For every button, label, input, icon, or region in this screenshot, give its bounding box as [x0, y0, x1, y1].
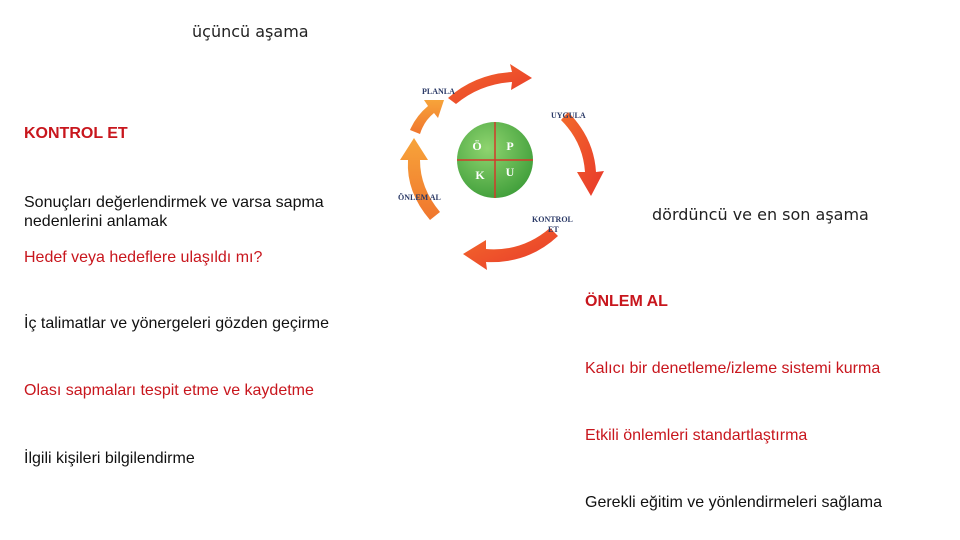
- kontrol-et-heading: KONTROL ET: [24, 125, 128, 142]
- right-stage-title: dördüncü ve en son aşama: [652, 205, 869, 224]
- right-item-3: Gerekli eğitim ve yönlendirmeleri sağlam…: [585, 494, 883, 511]
- center-letter-u: U: [506, 165, 515, 179]
- arrow-right: [561, 112, 604, 196]
- arrow-top: [448, 64, 532, 104]
- center-letter-k: K: [475, 168, 485, 182]
- arrow-left: [400, 138, 440, 220]
- label-onlem-al: ÖNLEM AL: [398, 193, 441, 202]
- label-kontrol: KONTROL: [532, 215, 573, 224]
- left-stage-title: üçüncü aşama: [192, 22, 309, 41]
- label-et: ET: [548, 225, 559, 234]
- right-item-2: Etkili önlemleri standartlaştırma: [585, 427, 808, 444]
- left-item-3: İç talimatlar ve yönergeleri gözden geçi…: [24, 315, 330, 332]
- arrow-bottom: [463, 228, 558, 270]
- center-letter-o: Ö: [472, 139, 481, 153]
- onlem-al-heading: ÖNLEM AL: [585, 293, 668, 310]
- left-item-2: Hedef veya hedeflere ulaşıldı mı?: [24, 249, 263, 266]
- left-item-1: Sonuçları değerlendirmek ve varsa sapma …: [24, 194, 324, 230]
- label-planla: PLANLA: [422, 87, 455, 96]
- left-item-4: Olası sapmaları tespit etme ve kaydetme: [24, 382, 314, 399]
- pdca-cycle-diagram: Ö P K U PLANLA UYGULA KONTROL ET ÖNLEM A…: [398, 64, 604, 270]
- center-letter-p: P: [506, 139, 513, 153]
- label-uygula: UYGULA: [551, 111, 586, 120]
- arrow-upper-left: [410, 100, 444, 134]
- right-item-1: Kalıcı bir denetleme/izleme sistemi kurm…: [585, 360, 881, 377]
- left-item-5: İlgili kişileri bilgilendirme: [24, 450, 195, 467]
